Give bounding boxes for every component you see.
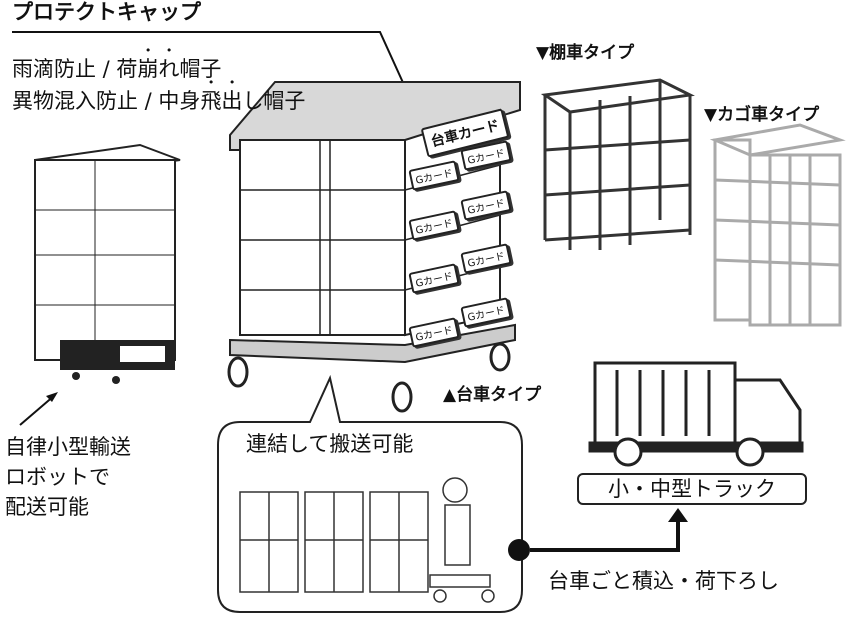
cap-desc-1: 雨滴防止 / 荷崩れ帽子 [12, 44, 221, 81]
robot-note-line: 配送可能 [5, 495, 89, 519]
coupled-carts [239, 477, 495, 603]
load-arrow [530, 520, 680, 552]
cage-type-label: ▼カゴ車タイプ [704, 105, 820, 125]
cage-cart-illustration [709, 123, 846, 327]
loading-label: 台車ごと積込・荷下ろし [548, 569, 779, 593]
cap-desc-2-b: し帽子 [242, 89, 306, 113]
cap-desc-2: 異物混入防止 / 中身飛出し帽子 [12, 76, 305, 113]
robot-with-boxes [34, 143, 181, 384]
shelf-cart-illustration [540, 78, 695, 250]
cap-desc-1-b: 帽子 [179, 57, 222, 81]
robot-note-line: 自律小型輸送 [5, 435, 131, 459]
cap-desc-1-emph: 崩れ [137, 57, 180, 81]
cap-desc-1-a: 雨滴防止 / 荷 [12, 57, 138, 81]
callout-line [12, 31, 411, 99]
robot-arrow [19, 394, 56, 426]
truck-illustration [588, 361, 804, 467]
robot-note: 自律小型輸送 ロボットで 配送可能 [5, 432, 131, 522]
cap-title: プロテクトキャップ [12, 0, 201, 24]
cap-desc-2-emph: 飛出 [200, 89, 243, 113]
coupled-label: 連結して搬送可能 [246, 432, 414, 456]
dolly-type-label: ▲台車タイプ [443, 385, 542, 405]
shelf-type-label: ▼棚車タイプ [536, 43, 635, 63]
truck-label: 小・中型トラック [577, 473, 807, 505]
cap-desc-2-a: 異物混入防止 / 中身 [12, 89, 201, 113]
robot-note-line: ロボットで [5, 465, 110, 489]
